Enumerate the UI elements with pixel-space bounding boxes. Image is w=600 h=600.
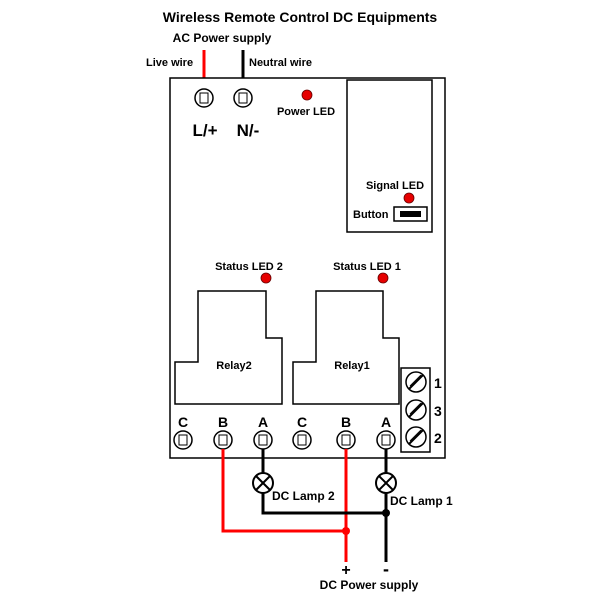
signal-led-icon (403, 192, 415, 204)
status-led-1-label: Status LED 1 (333, 261, 401, 273)
relay-1-terminal-c-label: C (297, 414, 307, 430)
terminal-live (194, 88, 214, 108)
dc-lamp-1-icon (375, 472, 397, 494)
negative-junction (382, 509, 390, 517)
relay-2-terminal-a (253, 430, 273, 450)
relay-1-terminal-b (336, 430, 356, 450)
dc-lamp-2-label: DC Lamp 2 (272, 489, 335, 503)
screw-terminal-1 (405, 371, 427, 393)
screw-terminal-1-label: 1 (434, 375, 442, 391)
dc-power-supply-label: DC Power supply (320, 578, 419, 592)
relay-1-label: Relay1 (334, 360, 369, 372)
relay-1 (292, 290, 400, 405)
terminal-live-label: L/+ (192, 121, 217, 140)
relay-1-terminal-c (292, 430, 312, 450)
signal-led-label: Signal LED (366, 180, 424, 192)
relay-2-label: Relay2 (216, 360, 251, 372)
positive-junction (342, 527, 350, 535)
negative-wire-lamp-2 (261, 493, 386, 515)
button-label: Button (353, 209, 389, 221)
terminal-neutral (233, 88, 253, 108)
screw-terminal-3-label: 3 (434, 403, 442, 419)
live-wire-label: Live wire (146, 57, 193, 69)
relay-2-terminal-b-label: B (218, 414, 228, 430)
dc-lamp-2-icon (252, 472, 274, 494)
power-led-icon (301, 89, 313, 101)
learn-button-icon[interactable] (393, 206, 428, 222)
relay-2-terminal-c (173, 430, 193, 450)
screw-terminal-3 (405, 399, 427, 421)
relay-2 (174, 290, 283, 405)
diagram-title: Wireless Remote Control DC Equipments (163, 9, 438, 25)
status-led-2-icon (260, 272, 272, 284)
neutral-wire-label: Neutral wire (249, 57, 312, 69)
relay-2-terminal-a-label: A (258, 414, 268, 430)
dc-plus-label: + (341, 562, 350, 579)
relay-1-terminal-a-label: A (381, 414, 391, 430)
ac-power-supply-label: AC Power supply (173, 31, 272, 45)
screw-terminal-2-label: 2 (434, 430, 442, 446)
positive-wire-relay-2 (221, 449, 346, 533)
terminal-neutral-label: N/- (237, 121, 260, 140)
status-led-1-icon (377, 272, 389, 284)
status-led-2-label: Status LED 2 (215, 261, 283, 273)
dc-minus-label: - (383, 559, 389, 579)
dc-lamp-1-label: DC Lamp 1 (390, 494, 453, 508)
relay-2-terminal-b (213, 430, 233, 450)
relay-1-terminal-b-label: B (341, 414, 351, 430)
screw-terminal-2 (405, 426, 427, 448)
relay-2-terminal-c-label: C (178, 414, 188, 430)
power-led-label: Power LED (277, 106, 335, 118)
relay-1-terminal-a (376, 430, 396, 450)
